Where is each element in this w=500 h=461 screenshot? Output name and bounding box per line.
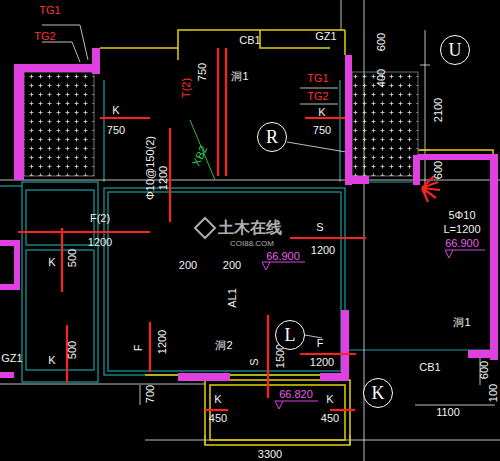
drawing-label: AL1 <box>227 288 238 308</box>
drawing-label: TG2 <box>34 31 55 42</box>
drawing-label: TG1 <box>39 5 60 16</box>
axis-letter: L <box>285 326 296 344</box>
drawing-label: 土木在线 <box>218 220 282 236</box>
drawing-label: 洞1 <box>231 71 248 82</box>
drawing-label: 66.900 <box>445 238 479 249</box>
drawing-label: 500 <box>67 341 78 359</box>
drawing-label: TG1 <box>307 73 328 84</box>
drawing-label: 66.900 <box>266 251 300 262</box>
drawing-label: 1100 <box>436 407 460 418</box>
drawing-label: TG2 <box>307 91 328 102</box>
drawing-label: 1200 <box>311 245 335 256</box>
drawing-label: S <box>316 222 323 233</box>
drawing-label: K <box>48 257 55 268</box>
drawing-label: L=1200 <box>443 224 480 235</box>
drawing-label: COI88.COM <box>230 240 274 248</box>
axis-circle: U <box>440 35 470 65</box>
axis-letter: U <box>449 41 462 59</box>
drawing-label: 700 <box>145 385 156 403</box>
axis-letter: K <box>372 384 385 402</box>
drawing-label: 5Φ10 <box>448 210 475 221</box>
drawing-label: 600 <box>376 33 387 51</box>
drawing-label: 100 <box>488 384 499 402</box>
drawing-label: 400 <box>376 69 387 87</box>
drawing-label: K <box>318 107 325 118</box>
drawing-label: GZ1 <box>315 31 336 42</box>
drawing-label: 500 <box>67 249 78 267</box>
drawing-label: K <box>112 105 119 116</box>
drawing-label: 1200 <box>310 357 334 368</box>
axis-circle: R <box>257 122 287 152</box>
drawing-label: T(2) <box>181 78 192 98</box>
axis-circle: L <box>275 320 305 350</box>
drawing-label: 450 <box>209 413 227 424</box>
drawing-label: 750 <box>107 125 125 136</box>
drawing-label: K <box>326 394 333 405</box>
drawing-label: 1200 <box>157 330 168 354</box>
drawing-label: F <box>133 345 144 352</box>
drawing-label: K <box>214 394 221 405</box>
axis-circle: K <box>363 378 393 408</box>
drawing-label: 66.820 <box>279 389 313 400</box>
drawing-label: 200 <box>179 260 197 271</box>
drawing-label: 600 <box>433 161 444 179</box>
drawing-label: 洞1 <box>453 317 470 328</box>
drawing-label: 750 <box>197 63 208 81</box>
drawing-label: GZ1 <box>1 353 22 364</box>
drawing-label: K <box>48 355 55 366</box>
drawing-label: CB1 <box>419 362 440 373</box>
drawing-label: 450 <box>321 413 339 424</box>
drawing-label: 3300 <box>258 449 282 460</box>
drawing-label: 1200 <box>88 237 112 248</box>
drawing-label: 洞2 <box>215 340 232 351</box>
drawing-label: XB2 <box>191 144 210 167</box>
drawing-label: 750 <box>313 125 331 136</box>
drawing-label: 2100 <box>433 98 444 122</box>
drawing-label: S <box>249 358 260 365</box>
drawing-label: 1200 <box>158 166 169 190</box>
drawing-label: F(2) <box>90 213 110 224</box>
drawing-label: 200 <box>223 260 241 271</box>
drawing-label: 600 <box>479 361 490 379</box>
drawing-label: Φ10@150(2) <box>145 136 156 200</box>
drawing-label: CB1 <box>239 35 260 46</box>
drawing-label: F <box>317 338 324 349</box>
axis-letter: R <box>266 128 278 146</box>
